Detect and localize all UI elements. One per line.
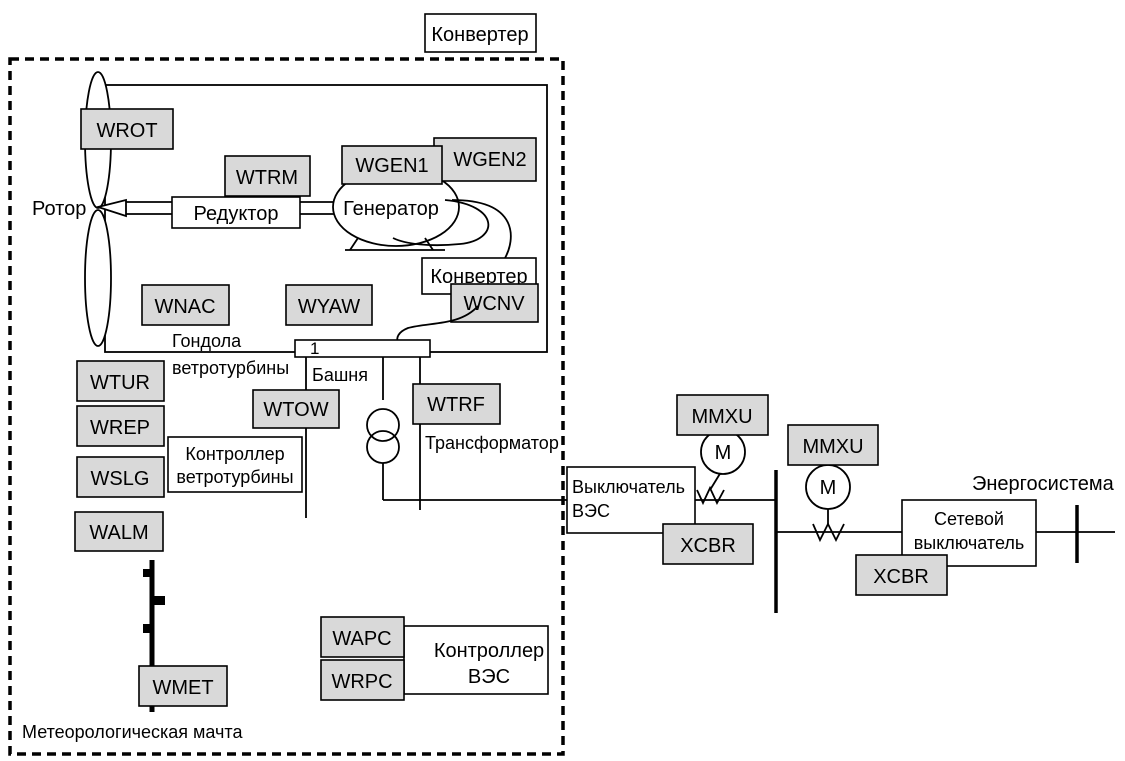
nacelle-label-line2: ветротурбины [172,358,289,378]
generator-base-right [424,237,434,251]
rotor-blade-lower [84,209,112,347]
wnac-label: WNAC [154,296,215,318]
meter-1-stem [709,471,722,491]
wapc-node [320,616,405,658]
wyaw-node [285,284,373,326]
xcbr2-node [855,554,948,596]
plant-breaker-box [566,466,696,534]
met-mast-label: Метеорологическая мачта [22,722,243,742]
rotor-hub [94,198,127,218]
plant-breaker-line1: Выключатель [572,477,685,497]
converter-top-label: Конвертер [431,24,528,46]
turbine-controller-box [167,436,303,493]
wrot-label: WROT [96,120,157,142]
wrpc-label: WRPC [331,671,392,693]
walm-node [74,511,164,552]
walm-label: WALM [89,522,148,544]
plant-breaker-line2: ВЭС [572,501,610,521]
wtrf-node [412,383,501,425]
ct-symbol-1 [696,485,725,506]
wgen1-node [341,145,443,185]
mmxu1-node [676,394,769,436]
grid-breaker-line2: выключатель [914,533,1025,553]
gearbox-box [171,196,301,229]
wslg-label: WSLG [91,468,150,490]
transformer-label: Трансформатор [425,433,559,453]
turbine-controller-line1: Контроллер [185,444,284,464]
wtow-label: WTOW [263,399,328,421]
wcnv-label: WCNV [463,293,525,315]
wmet-label: WMET [152,677,213,699]
met-mast-arm-2 [152,596,165,605]
transformer-coil-lower [366,430,400,464]
wnac-node [141,284,230,326]
generator-loop [392,199,490,247]
plant-controller-line1: Контроллер [434,640,544,662]
wrep-node [76,405,165,447]
tower-mark: 1 [310,339,319,358]
plant-controller-box [403,625,549,695]
rotor-label: Ротор [32,198,86,220]
tower-top-box [294,339,431,358]
met-mast-arm-3 [143,624,152,633]
wgen2-node [433,137,537,182]
converter-label: Конвертер [430,266,527,288]
generator-base-left [349,237,359,251]
nacelle-label-line1: Гондола [172,331,242,351]
plant-boundary [8,57,565,756]
meter-1-symbol: M [715,442,732,464]
generator-to-converter [451,199,512,259]
wapc-label: WAPC [332,628,391,650]
wrep-label: WREP [90,417,150,439]
power-system-label: Энергосистема [972,473,1115,495]
wtow-node [252,389,340,429]
wslg-node [76,456,165,498]
wtrf-label: WTRF [427,394,485,416]
wrpc-node [320,659,405,701]
grid-breaker-line1: Сетевой [934,509,1004,529]
wrot-node [80,108,174,150]
mmxu1-label: MMXU [691,406,752,428]
wtrm-label: WTRM [236,167,298,189]
tower-label: Башня [312,365,368,385]
wyaw-label: WYAW [298,296,360,318]
xcbr1-label: XCBR [680,535,736,557]
wmet-node [138,665,228,707]
xcbr2-label: XCBR [873,566,929,588]
met-mast-arm-1 [143,569,152,577]
mmxu2-node [787,424,879,466]
turbine-controller-line2: ветротурбины [176,467,293,487]
wtrm-node [224,155,311,197]
transformer-coil-upper [366,408,400,442]
wtur-label: WTUR [90,372,150,394]
wgen2-label: WGEN2 [453,149,526,171]
generator-label: Генератор [343,198,439,220]
gearbox-label: Редуктор [194,203,279,225]
mmxu2-label: MMXU [802,436,863,458]
meter-2-symbol: M [820,477,837,499]
wtur-node [76,360,165,402]
converter-top-box [424,13,537,53]
converter-tower-cable [396,305,479,343]
plant-controller-line2: ВЭС [468,666,510,688]
xcbr1-node [662,523,754,565]
wgen1-label: WGEN1 [355,155,428,177]
